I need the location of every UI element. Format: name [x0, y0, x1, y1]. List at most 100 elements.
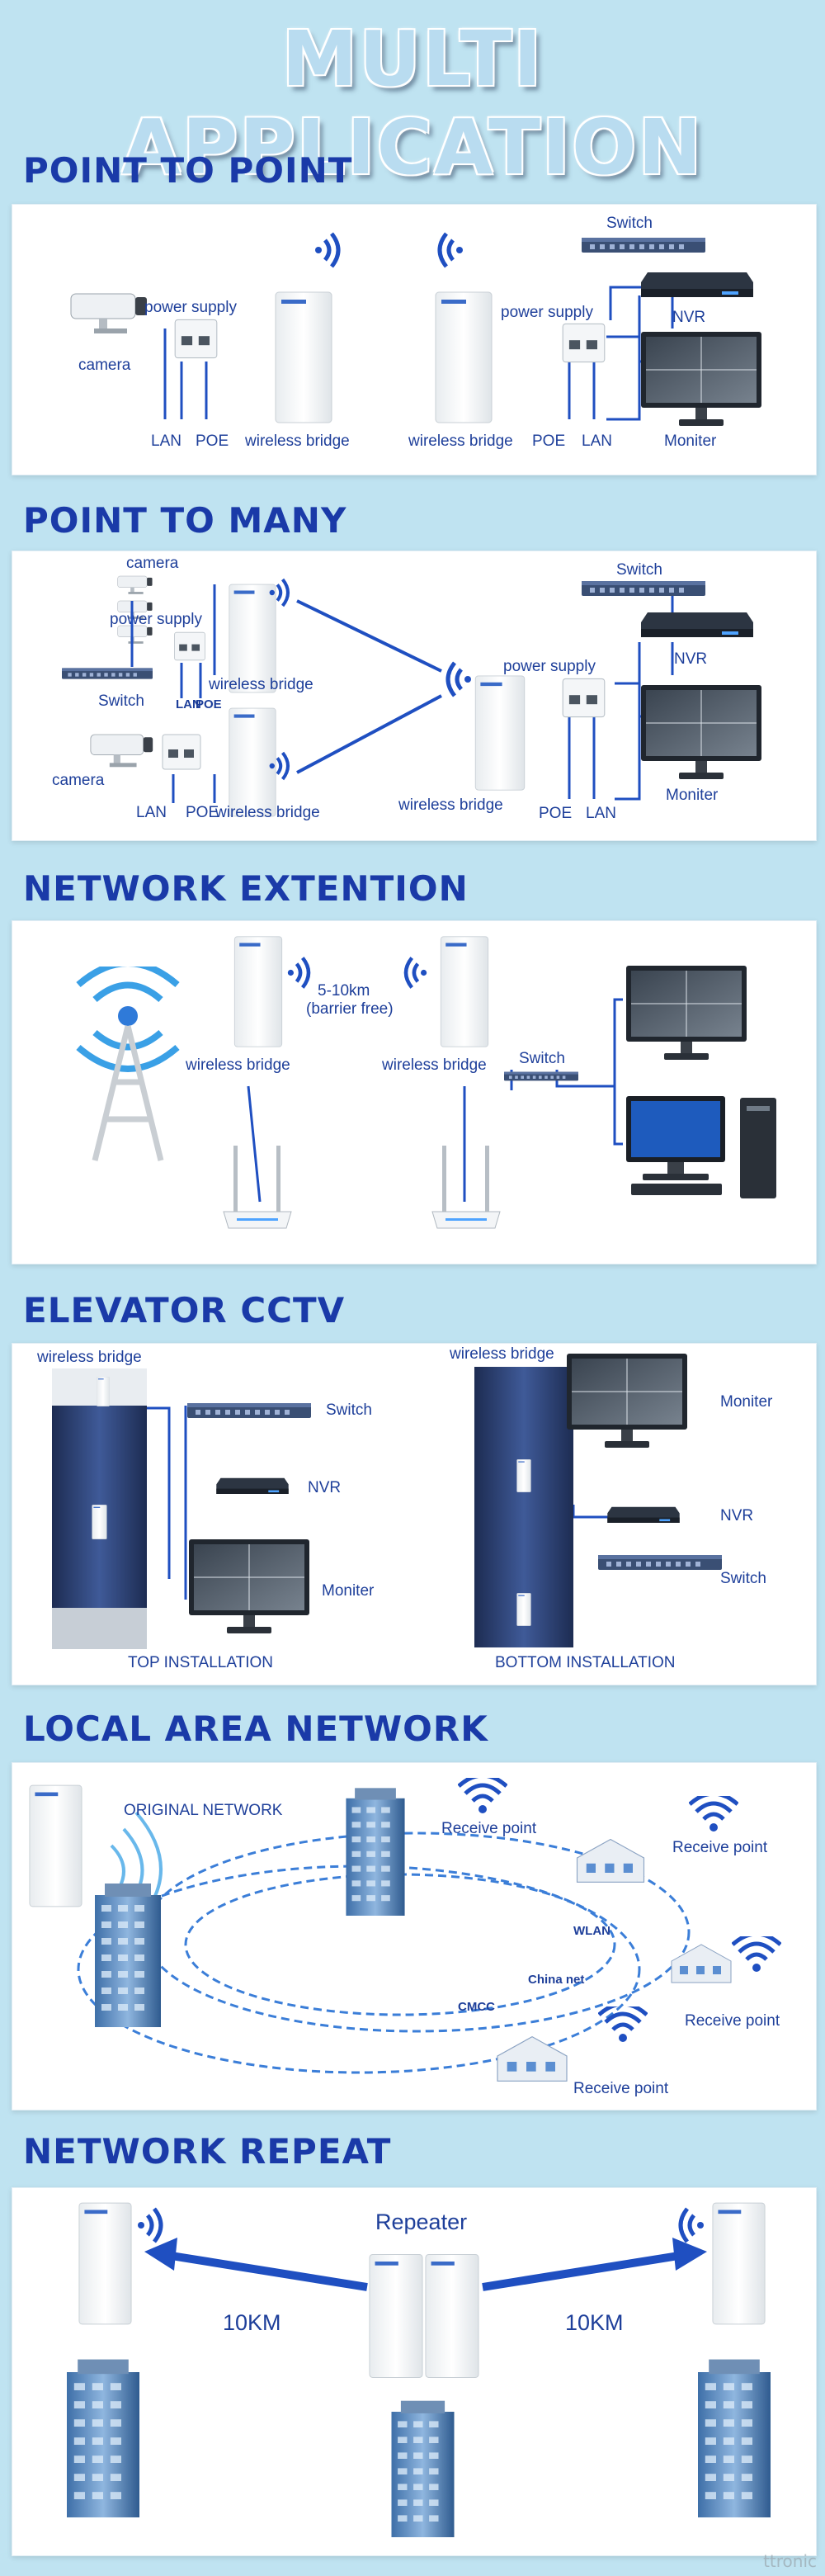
label-receive-point-4: Receive point — [573, 2080, 669, 2097]
building-icon — [391, 2400, 455, 2537]
label-poe-bottom: POE — [186, 804, 219, 821]
diagram-local-area-network: ORIGINAL NETWORK Receive point Receive p… — [29, 1763, 816, 2097]
label-camera: camera — [78, 357, 131, 374]
label-wireless-bridge-right: wireless bridge — [408, 432, 513, 450]
monitor-icon — [566, 1353, 688, 1449]
poe-injector-icon — [162, 734, 201, 770]
network-switch-icon — [504, 1071, 578, 1081]
camera-icon — [70, 293, 148, 334]
wireless-bridge-icon — [96, 1377, 111, 1406]
panel-elevator-cctv: wireless bridge Switch NVR Moniter TOP I… — [12, 1343, 817, 1685]
panel-local-area-network: ORIGINAL NETWORK Receive point Receive p… — [12, 1762, 817, 2110]
label-poe-small: POE — [196, 697, 222, 711]
label-camera-bottom: camera — [52, 772, 105, 789]
wifi-signal-icon — [406, 958, 427, 988]
wireless-bridge-left-icon — [275, 291, 332, 423]
section-title-point-to-point: POINT TO POINT — [23, 150, 353, 191]
label-wireless-bridge-left: wireless bridge — [185, 1056, 290, 1074]
diagram-elevator-cctv: wireless bridge Switch NVR Moniter TOP I… — [36, 1345, 773, 1671]
label-power-supply-top: power supply — [110, 611, 202, 628]
router-icon — [431, 1145, 501, 1229]
nvr-icon — [641, 612, 753, 637]
label-lan-small: LAN — [176, 697, 201, 711]
label-camera-top: camera — [126, 555, 179, 572]
label-receive-point-1: Receive point — [441, 1820, 537, 1837]
wifi-signal-icon — [448, 663, 471, 696]
wireless-bridge-icon — [91, 1505, 108, 1539]
building-icon — [671, 1944, 732, 1983]
arrow-right — [482, 2250, 690, 2291]
nvr-icon — [641, 272, 753, 297]
caption-bottom-installation: BOTTOM INSTALLATION — [495, 1654, 676, 1671]
wifi-icon — [459, 1775, 507, 1813]
building-icon — [95, 1884, 161, 2027]
label-switch: Switch — [519, 1050, 565, 1067]
arrow-left — [160, 2250, 368, 2291]
network-switch-icon — [598, 1555, 722, 1570]
label-distance: 5-10km — [318, 982, 370, 1000]
panel-network-repeat: 10KM Repeater 10KM — [12, 2187, 817, 2556]
label-wireless-bridge-bottom-install: wireless bridge — [449, 1345, 554, 1363]
camera-icon — [90, 734, 153, 768]
section-title-local-area-network: LOCAL AREA NETWORK — [23, 1709, 488, 1749]
label-distance-note: (barrier free) — [306, 1000, 394, 1018]
label-power-supply-right: power supply — [501, 304, 593, 321]
label-poe-right: POE — [532, 432, 565, 450]
wifi-signal-icon — [681, 2209, 704, 2242]
desktop-computer-icon — [626, 1096, 776, 1198]
label-switch-top: Switch — [326, 1401, 372, 1419]
diagram-point-to-point: camera power supply LAN POE wireless bri… — [70, 215, 762, 450]
label-distance-right: 10KM — [565, 2310, 624, 2335]
label-receive-point-3: Receive point — [685, 2012, 780, 2030]
monitor-icon — [625, 965, 747, 1061]
building-icon — [576, 1838, 645, 1883]
label-lan-left: LAN — [151, 432, 182, 450]
wireless-bridge-left-icon — [78, 2202, 132, 2325]
label-wlan: WLAN — [573, 1924, 610, 1938]
monitor-icon — [640, 684, 762, 780]
label-cmcc: CMCC — [458, 2000, 495, 2014]
label-distance-left: 10KM — [223, 2310, 281, 2335]
label-nvr: NVR — [672, 309, 705, 326]
poe-injector-icon — [174, 631, 205, 661]
label-lan-right: LAN — [586, 805, 616, 822]
network-switch-icon — [582, 238, 705, 253]
wireless-bridge-icon — [29, 1784, 82, 1907]
label-wireless-bridge-right: wireless bridge — [381, 1056, 487, 1074]
panel-point-to-many: camera power supply Switch LAN POE wirel… — [12, 551, 817, 841]
label-lan-right: LAN — [582, 432, 612, 450]
watermark: ttronic — [763, 2551, 817, 2571]
label-wireless-bridge-top-install: wireless bridge — [36, 1349, 142, 1366]
label-switch: Switch — [616, 561, 662, 579]
label-power-supply-right: power supply — [503, 658, 596, 675]
label-wireless-bridge-center: wireless bridge — [398, 796, 503, 814]
monitor-icon — [188, 1539, 310, 1634]
wifi-signal-icon — [315, 234, 338, 267]
wireless-bridge-right-icon — [712, 2202, 766, 2325]
network-switch-icon — [62, 668, 153, 679]
wireless-bridge-center-icon — [474, 675, 526, 791]
label-china-net: China net — [528, 1973, 584, 1987]
network-switch-icon — [582, 581, 705, 596]
label-lan-bottom: LAN — [136, 804, 167, 821]
diagram-network-repeat: 10KM Repeater 10KM — [67, 2202, 771, 2537]
building-icon — [67, 2359, 139, 2517]
building-icon — [346, 1788, 405, 1916]
nvr-icon — [607, 1506, 680, 1523]
section-title-network-extention: NETWORK EXTENTION — [23, 868, 469, 909]
poe-injector-icon — [174, 319, 218, 359]
label-poe-left: POE — [196, 432, 229, 450]
section-title-elevator-cctv: ELEVATOR CCTV — [23, 1290, 346, 1331]
nvr-icon — [216, 1477, 289, 1494]
section-title-network-repeat: NETWORK REPEAT — [23, 2131, 392, 2172]
panel-network-extention: 5-10km (barrier free) wireless bridge wi… — [12, 920, 817, 1264]
wifi-icon — [690, 1794, 738, 1832]
label-nvr: NVR — [674, 650, 707, 668]
main-title: MULTI APPLICATION — [121, 15, 704, 191]
network-switch-icon — [187, 1403, 311, 1418]
wireless-bridge-left-icon — [233, 936, 283, 1047]
poe-injector-icon — [562, 323, 606, 363]
wifi-signal-icon — [288, 958, 309, 988]
wireless-bridge-bottom-icon — [229, 707, 276, 817]
label-monitor-bottom: Moniter — [720, 1393, 773, 1411]
